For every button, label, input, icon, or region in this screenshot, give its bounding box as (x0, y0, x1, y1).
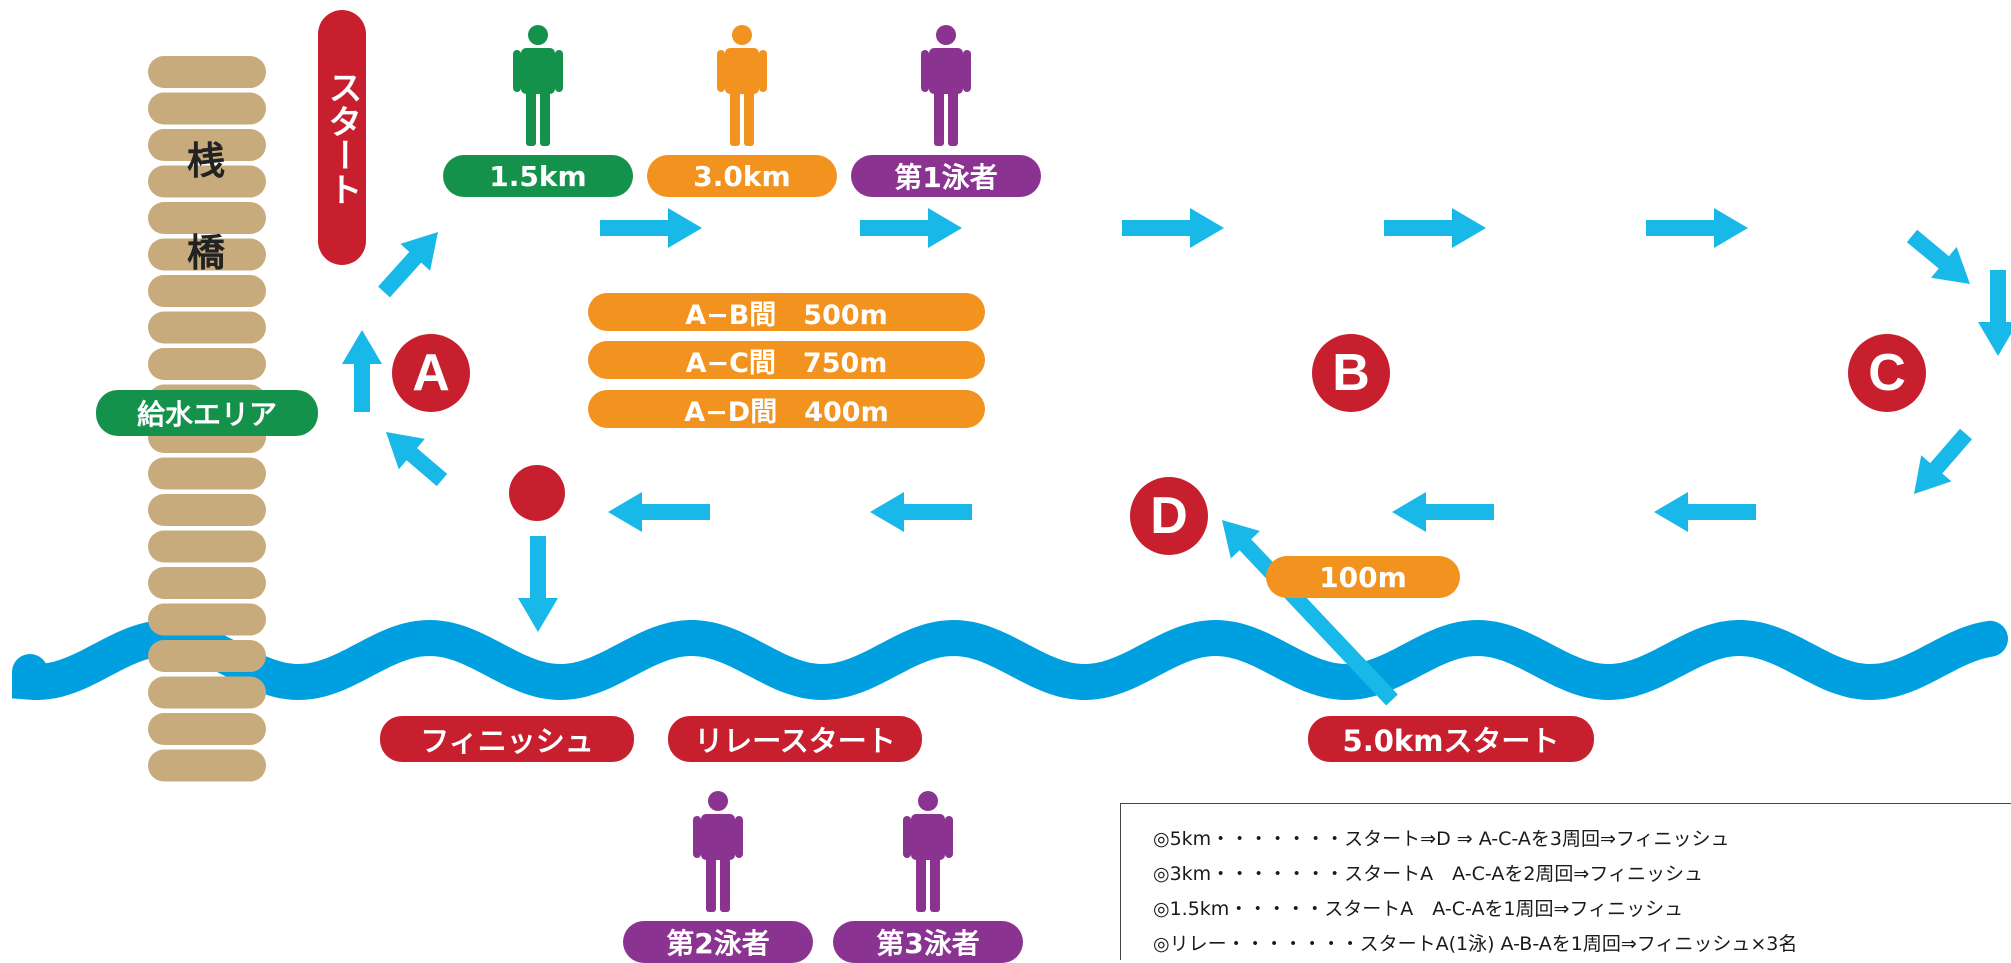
pier-plank (148, 238, 266, 271)
swimmer-figure-relay-3 (903, 791, 953, 912)
distance-a-c: A−C間 750m (588, 341, 985, 379)
course-arrow (1222, 520, 1398, 706)
finish-label: フィニッシュ (380, 716, 634, 762)
pier-plank (148, 457, 266, 490)
course-arrow (1906, 229, 1970, 284)
relay-start-label: リレースタート (668, 716, 922, 762)
pier-plank (148, 494, 266, 526)
swimmer-figure-1-5km (513, 25, 563, 146)
course-arrow (1384, 208, 1486, 248)
pier-plank (148, 92, 266, 125)
course-arrow (1914, 428, 1972, 494)
legend-line-5km: ◎5km・・・・・・・スタート⇒D ⇒ A-C-Aを3周回⇒フィニッシュ (1153, 828, 1730, 850)
buoy-c: C (1848, 334, 1926, 412)
course-arrow (386, 432, 448, 487)
course-legend: ◎5km・・・・・・・スタート⇒D ⇒ A-C-Aを3周回⇒フィニッシュ ◎3k… (1120, 803, 2011, 960)
pier-plank (148, 713, 266, 745)
pier-label-top: 桟 (186, 139, 225, 183)
d-offset-label: 100m (1266, 556, 1460, 598)
pier-plank (148, 165, 266, 198)
finish-buoy (509, 465, 565, 521)
distance-a-d: A−D間 400m (588, 390, 985, 428)
course-arrow (1392, 492, 1494, 532)
pier-plank (148, 348, 266, 380)
pier-plank (148, 311, 266, 344)
course-arrow (342, 330, 382, 412)
buoy-a: A (392, 334, 470, 412)
course-arrow (1654, 492, 1756, 532)
distance-a-b: A−B間 500m (588, 293, 985, 331)
course-arrow (518, 536, 558, 632)
water-wave (12, 619, 2008, 701)
swimmer-label-relay-3: 第3泳者 (833, 921, 1023, 963)
buoy-d: D (1130, 477, 1208, 555)
swimmer-figure-3-0km (717, 25, 767, 146)
course-arrow (600, 208, 702, 248)
pier-plank (148, 129, 266, 161)
course-arrow (1122, 208, 1224, 248)
pier-plank (148, 749, 266, 782)
swimmer-figure-relay-1 (921, 25, 971, 146)
course-arrow (860, 208, 962, 248)
pier-plank (148, 603, 266, 636)
start-banner: スタート (318, 10, 366, 265)
pier-plank (148, 530, 266, 563)
pier-plank (148, 676, 266, 709)
course-arrow (870, 492, 972, 532)
swimmer-label-1-5km: 1.5km (443, 155, 633, 197)
pier-plank (148, 275, 266, 307)
water-area-label: 給水エリア (96, 390, 318, 436)
pier-label-bottom: 橋 (186, 231, 225, 275)
pier-plank (148, 56, 266, 88)
course-arrow (1978, 270, 2011, 356)
start-5k-label: 5.0kmスタート (1308, 716, 1594, 762)
swimmer-label-3-0km: 3.0km (647, 155, 837, 197)
swimmer-figures (513, 25, 971, 912)
buoy-b: B (1312, 334, 1390, 412)
pier-plank (148, 202, 266, 234)
course-arrows (342, 208, 2011, 706)
course-arrow (378, 232, 438, 298)
course-arrow (1646, 208, 1748, 248)
legend-line-1-5km: ◎1.5km・・・・・スタートA A-C-Aを1周回⇒フィニッシュ (1153, 898, 1684, 920)
course-arrow (608, 492, 710, 532)
swimmer-label-relay-2: 第2泳者 (623, 921, 813, 963)
pier-plank (148, 640, 266, 672)
swimmer-figure-relay-2 (693, 791, 743, 912)
swimmer-label-relay-1: 第1泳者 (851, 155, 1041, 197)
legend-line-3km: ◎3km・・・・・・・スタートA A-C-Aを2周回⇒フィニッシュ (1153, 863, 1703, 885)
pier-plank (148, 567, 266, 599)
legend-line-relay: ◎リレー・・・・・・・スタートA(1泳) A-B-Aを1周回⇒フィニッシュ×3名 (1153, 933, 1798, 955)
